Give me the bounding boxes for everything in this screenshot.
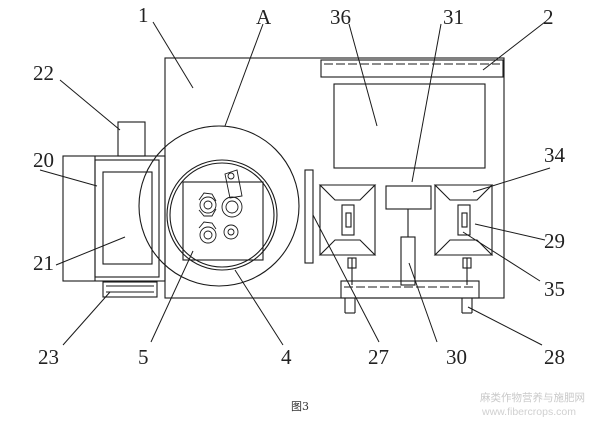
drum-4 [166,159,278,271]
top-tank [320,59,504,78]
label-29: 29 [544,229,565,253]
center-unit [385,185,432,286]
label-A: A [256,5,272,29]
bottom-tank [340,280,480,314]
callout-labels: 1 A 36 31 2 22 20 34 21 29 35 23 5 4 27 … [33,3,566,369]
label-27: 27 [368,345,389,369]
label-34: 34 [544,143,566,167]
funnel-right [433,184,494,285]
panel-36 [333,83,486,169]
label-20: 20 [33,148,54,172]
funnel-left [318,184,377,285]
label-21: 21 [33,251,54,275]
label-5: 5 [138,345,149,369]
label-22: 22 [33,61,54,85]
watermark-url: www.fibercrops.com [481,406,576,418]
label-1: 1 [138,3,149,27]
label-36: 36 [330,5,351,29]
label-28: 28 [544,345,565,369]
watermark-cn: 麻类作物营养与施肥网 [480,391,585,404]
leader-lines [39,21,551,346]
label-2: 2 [543,5,554,29]
label-4: 4 [281,345,292,369]
label-23: 23 [38,345,59,369]
figure-caption: 图3 [291,400,309,413]
bar-27 [304,169,314,264]
label-31: 31 [443,5,464,29]
label-30: 30 [446,345,467,369]
label-35: 35 [544,277,565,301]
side-box [62,121,166,298]
circle-detail-A [138,125,300,287]
